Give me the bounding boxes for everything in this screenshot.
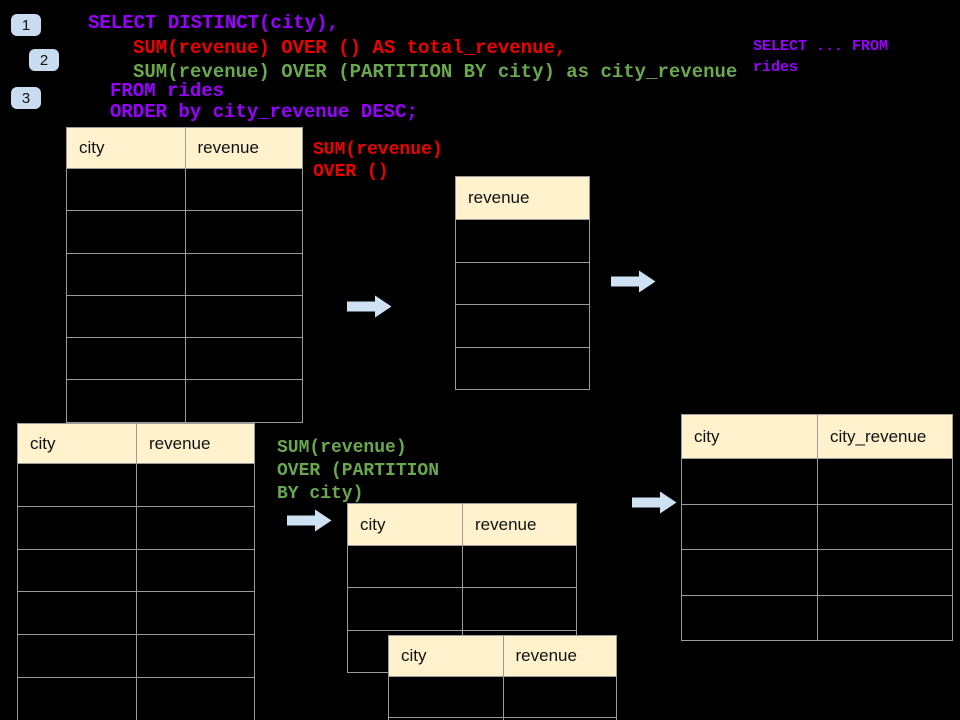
side-note-line2: rides <box>753 59 799 76</box>
sql-code-line-total: SUM(revenue) OVER () AS total_revenue, <box>133 37 567 59</box>
column-header-revenue: revenue <box>515 646 577 665</box>
sql-code-line-order: ORDER by city_revenue DESC; <box>110 101 418 123</box>
flow-arrow-icon <box>347 295 392 318</box>
flow-arrow-shape <box>611 270 656 293</box>
column-header-city: city <box>401 646 427 665</box>
table-row <box>456 346 589 390</box>
step-badge-3: 3 <box>11 87 41 109</box>
sql-code-line-partition: SUM(revenue) OVER (PARTITION BY city) as… <box>133 61 738 83</box>
flow-arrow-icon <box>632 491 677 514</box>
label-total-line1: SUM(revenue) <box>313 140 443 160</box>
column-divider <box>462 504 463 672</box>
label-partition-line1: SUM(revenue) <box>277 438 407 458</box>
sql-code-line-from: FROM rides <box>110 80 225 102</box>
step-badge-1-label: 1 <box>21 16 31 34</box>
column-header-revenue: revenue <box>475 514 537 534</box>
label-partition-line2: OVER (PARTITION <box>277 461 440 481</box>
table-source-bottom: city revenue <box>17 423 255 720</box>
label-partition-line3: BY city) <box>277 484 364 504</box>
sql-code-line-select: SELECT DISTINCT(city), <box>88 12 339 34</box>
table-source-top: city revenue <box>66 127 303 423</box>
label-total-revenue: SUM(revenue)OVER () <box>313 139 443 183</box>
label-partition-revenue: SUM(revenue) OVER (PARTITION BY city) <box>277 437 439 506</box>
table-partition-overlap: city revenue <box>388 635 617 720</box>
side-note-line1: SELECT ... FROM <box>753 38 889 55</box>
flow-arrow-icon <box>287 509 332 532</box>
table-row <box>456 219 589 262</box>
step-badge-1: 1 <box>11 14 41 36</box>
table-total-revenue-header: revenue <box>456 177 589 219</box>
flow-arrow-shape <box>287 509 332 532</box>
step-badge-2: 2 <box>29 49 59 71</box>
step-badge-2-label: 2 <box>39 51 49 69</box>
column-header-revenue: revenue <box>468 188 530 207</box>
column-header-revenue: revenue <box>149 433 211 453</box>
flow-arrow-shape <box>632 491 677 514</box>
column-divider <box>136 424 137 720</box>
column-header-city: city <box>360 514 386 534</box>
label-total-line2: OVER () <box>313 162 389 182</box>
column-header-revenue: revenue <box>197 138 259 157</box>
table-city-revenue: city city_revenue <box>681 414 953 641</box>
column-divider <box>502 636 504 720</box>
column-header-city-revenue: city_revenue <box>830 426 927 446</box>
table-total-revenue-body <box>456 219 589 389</box>
table-row <box>456 304 589 347</box>
table-total-revenue: revenue <box>455 176 590 390</box>
step-badge-3-label: 3 <box>21 89 31 107</box>
column-header-city: city <box>79 138 105 157</box>
column-header-city: city <box>694 426 720 446</box>
column-divider <box>184 128 186 422</box>
flow-arrow-icon <box>611 270 656 293</box>
table-row <box>456 261 589 305</box>
side-note: SELECT ... FROM rides <box>753 36 888 78</box>
column-divider <box>817 415 818 640</box>
column-header-city: city <box>30 433 56 453</box>
flow-arrow-shape <box>347 295 392 318</box>
